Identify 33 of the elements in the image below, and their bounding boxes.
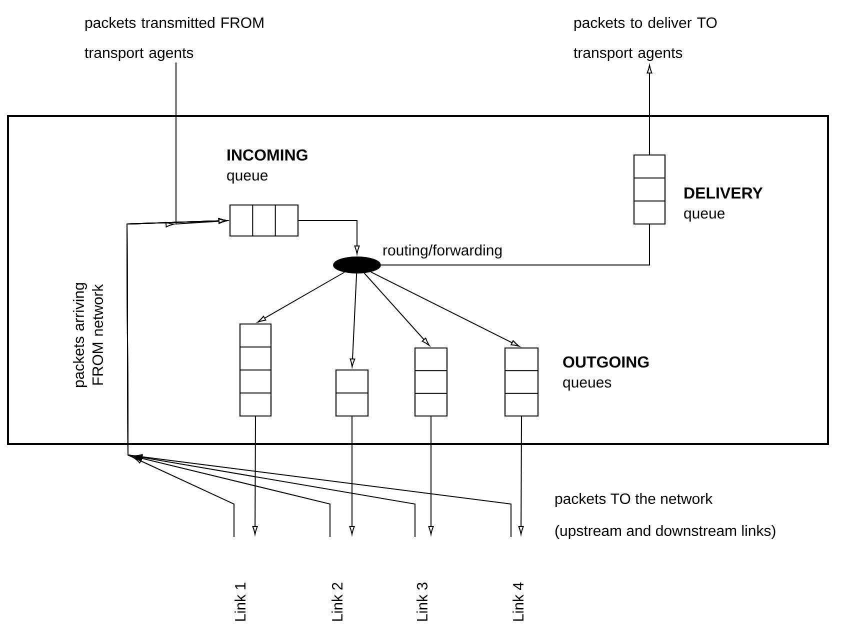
arrow [126,218,512,538]
queue-heading: INCOMING [228,149,308,161]
queue-label: queue [684,210,725,222]
link-label: Link 4 [512,582,524,621]
arrow [257,272,345,323]
arrow [349,416,355,535]
arrow [350,273,358,368]
queue-box [504,347,539,417]
queue-label: queue [227,172,268,184]
arrow [165,62,228,228]
note-text: (upstream and downstream links) [555,525,776,539]
flow-text: packets to deliver TO transport agents [574,17,717,61]
arrow [428,416,434,535]
arrow [646,64,652,155]
system-frame [7,115,829,445]
link-label: Link 1 [234,582,246,621]
queue-box [414,347,448,417]
queue-box [239,323,272,417]
queue-box [335,369,369,417]
link-label: Link 3 [416,582,428,621]
arrow [252,416,258,535]
note-text: packets TO the network [555,493,713,507]
queue-label: queues [563,379,612,391]
arrow [370,271,520,347]
side-label: packets arriving FROM network [73,283,103,387]
flow-text: packets transmitted FROM transport agents [84,17,264,61]
queue-heading: DELIVERY [684,188,763,198]
link-label: Link 2 [332,582,342,621]
arrow [518,416,524,535]
queue-heading: OUTGOING [563,356,649,368]
routing-label: routing/forwarding [384,244,502,258]
arrow [298,220,360,254]
arrow [364,272,430,346]
